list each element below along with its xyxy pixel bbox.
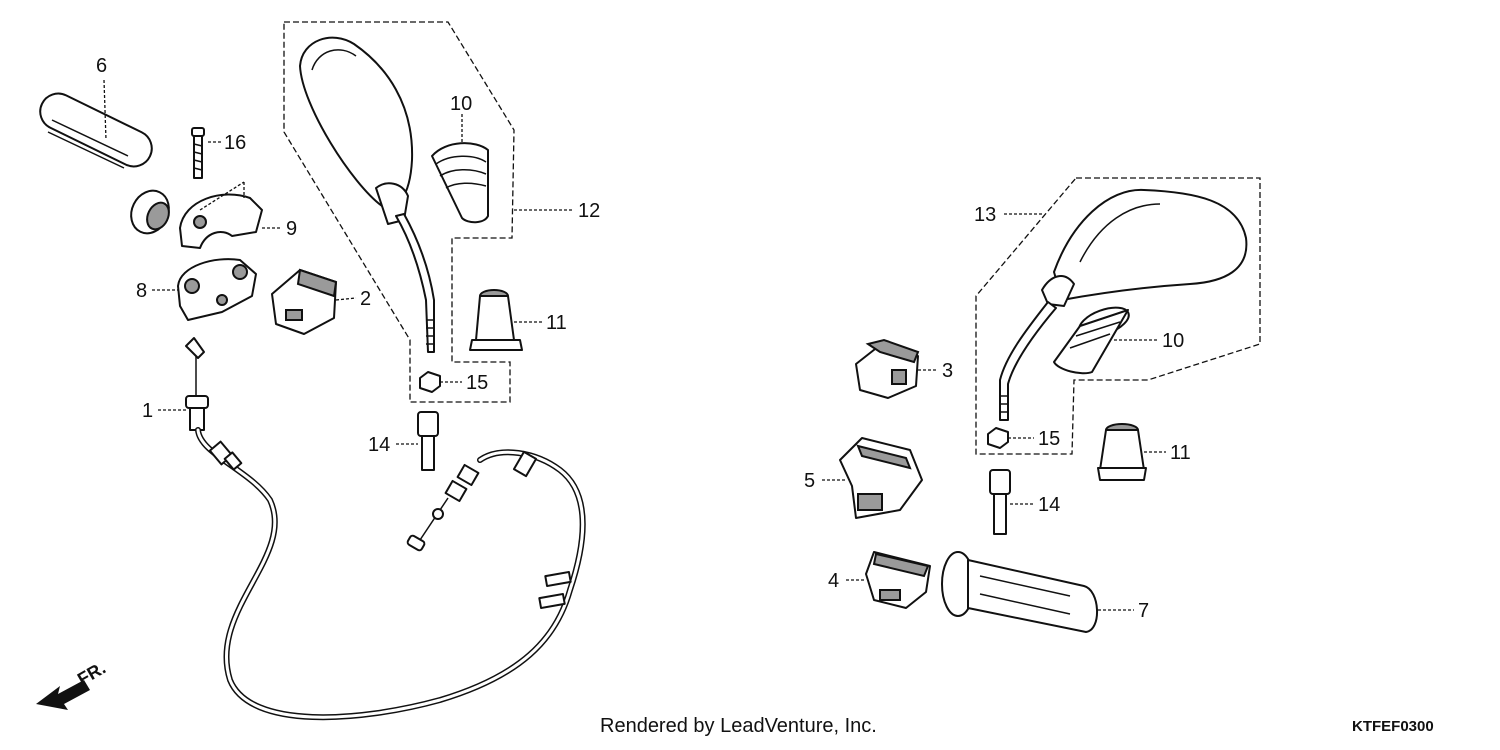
callout-13: 13 — [974, 204, 996, 226]
callout-4: 4 — [828, 570, 839, 592]
throttle-grip-part-6 — [39, 92, 170, 235]
grip-part-7 — [941, 551, 1099, 633]
screw-part-16 — [191, 127, 205, 179]
callout-5: 5 — [804, 470, 815, 492]
bolt-part-14-right — [989, 469, 1011, 535]
callout-leaders-right — [822, 213, 1166, 611]
switch-part-3 — [855, 338, 920, 399]
front-direction-arrow-icon: FR. — [36, 658, 109, 710]
callout-10-left: 10 — [450, 93, 472, 115]
diagram-code: KTFEF0300 — [1352, 718, 1434, 735]
mirror-right — [999, 188, 1248, 421]
mirror-set-box-12 — [283, 21, 515, 403]
callout-6: 6 — [96, 55, 107, 77]
switch-housing-part-5 — [839, 437, 923, 519]
callout-15-left: 15 — [466, 372, 488, 394]
callout-1: 1 — [142, 400, 153, 422]
callout-8: 8 — [136, 280, 147, 302]
bolt-part-14-left — [417, 411, 439, 471]
render-credit: Rendered by LeadVenture, Inc. — [600, 715, 877, 737]
nut-part-15-right — [987, 427, 1009, 449]
callout-11-right: 11 — [1170, 442, 1191, 464]
callout-2: 2 — [360, 288, 371, 310]
cover-part-11-left — [469, 289, 523, 351]
switch-part-2 — [271, 268, 338, 335]
callout-11-left: 11 — [546, 312, 567, 334]
nut-part-15-left — [419, 371, 441, 393]
callout-7: 7 — [1138, 600, 1149, 622]
callout-10-right: 10 — [1162, 330, 1184, 352]
mirror-set-box-13 — [975, 177, 1261, 455]
callout-leaders-left — [103, 79, 574, 445]
callout-15-right: 15 — [1038, 428, 1060, 450]
callout-9: 9 — [286, 218, 297, 240]
boot-part-10-left — [431, 142, 489, 224]
housing-upper-part-9 — [179, 193, 263, 249]
mirror-left — [299, 36, 435, 353]
callout-12: 12 — [578, 200, 600, 222]
switch-part-4 — [865, 551, 931, 609]
callout-3: 3 — [942, 360, 953, 382]
throttle-cable-part-1 — [185, 337, 586, 721]
housing-lower-part-8 — [177, 258, 257, 321]
callout-14-right: 14 — [1038, 494, 1060, 516]
callout-14-left: 14 — [368, 434, 390, 456]
boot-part-10-right — [1053, 306, 1130, 375]
cover-part-11-right — [1097, 423, 1147, 481]
callout-16: 16 — [224, 132, 246, 154]
